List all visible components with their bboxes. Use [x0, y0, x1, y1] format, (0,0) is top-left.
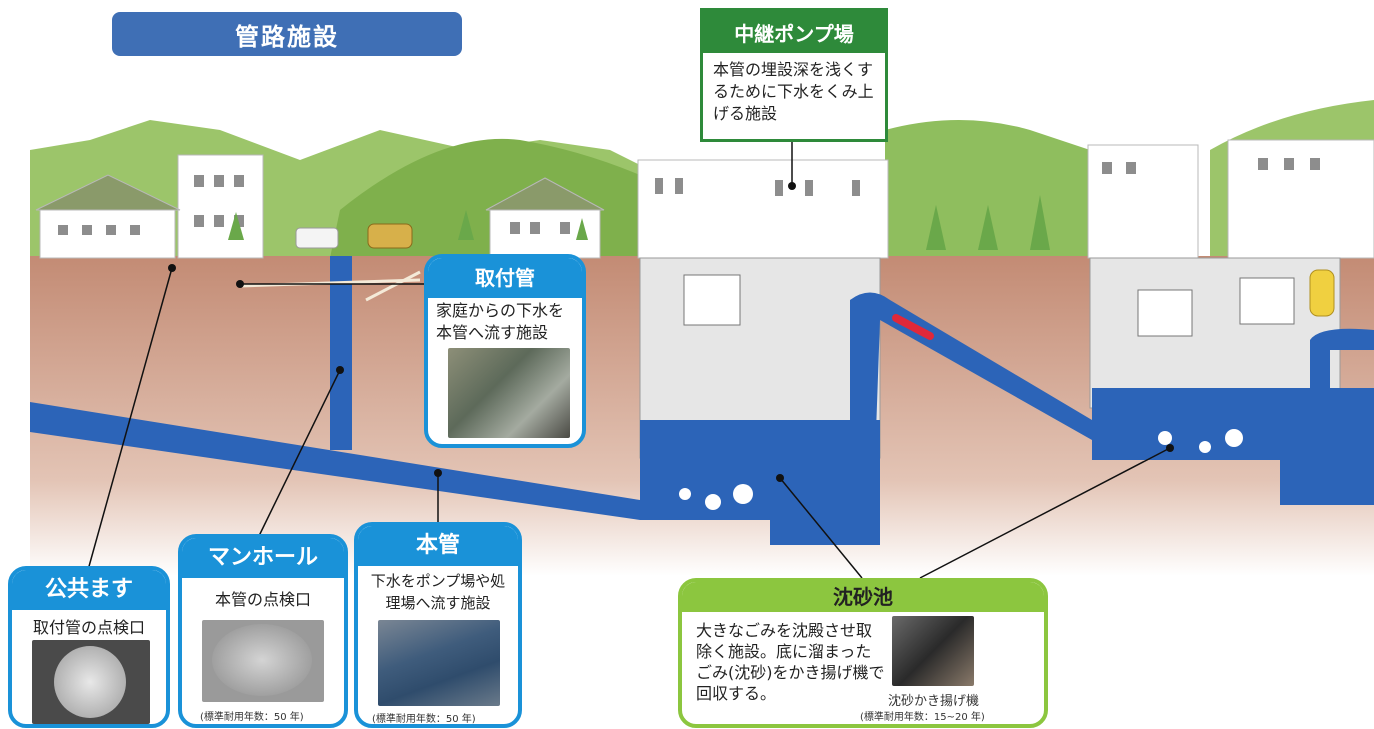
- chinsa-title: 沈砂池: [682, 582, 1044, 612]
- trees: [228, 195, 1050, 250]
- grit-rake-photo: [892, 616, 974, 686]
- chinsa-description: 大きなごみを沈殿させ取除く施設。底に溜まったごみ(沈砂)をかき揚げ機で回収する。: [696, 621, 885, 703]
- callout-manhole: マンホール 本管の点検口 (標準耐用年数：50 年): [178, 534, 348, 728]
- honkan-description: 下水をポンプ場や処理場へ流す施設: [370, 572, 506, 612]
- grit-rake-caption: 沈砂かき揚げ機: [888, 694, 980, 709]
- toritsuke-title: 取付管: [428, 258, 582, 298]
- honkan-photo: [378, 620, 500, 706]
- houses: [35, 139, 1374, 259]
- manhole-description: 本管の点検口: [214, 590, 311, 609]
- pump-station-interior: [639, 257, 1374, 545]
- chinsa-note: (標準耐用年数：15~20 年): [860, 712, 985, 723]
- koukyou-description: 取付管の点検口: [32, 618, 145, 637]
- leader-dots: [168, 182, 1174, 482]
- callout-honkan: 本管 下水をポンプ場や処理場へ流す施設 (標準耐用年数：50 年): [354, 522, 522, 728]
- public-masu-photo: [32, 640, 150, 724]
- honkan-title: 本管: [358, 526, 518, 566]
- pump-station-label: 中継ポンプ場 本管の埋設深を浅くするために下水をくみ上げる施設: [700, 8, 888, 142]
- callout-koukyou-masu: 公共ます 取付管の点検口: [8, 566, 170, 728]
- manhole-note: (標準耐用年数：50 年): [200, 712, 304, 723]
- honkan-note: (標準耐用年数：50 年): [372, 714, 476, 725]
- cars: [295, 223, 413, 249]
- sewer-pipes: [30, 256, 1374, 520]
- callout-toritsuke: 取付管 家庭からの下水を本管へ流す施設: [424, 254, 586, 448]
- koukyou-title: 公共ます: [12, 570, 166, 610]
- toritsuke-description: 家庭からの下水を本管へ流す施設: [436, 301, 565, 342]
- page-title: 管路施設: [112, 12, 462, 56]
- toritsuke-photo: [448, 348, 570, 438]
- manhole-title: マンホール: [182, 538, 344, 578]
- windows: [58, 158, 1320, 235]
- pump-station-description: 本管の埋設深を浅くするために下水をくみ上げる施設: [713, 60, 874, 123]
- callout-chinsachi: 沈砂池 大きなごみを沈殿させ取除く施設。底に溜まったごみ(沈砂)をかき揚げ機で回…: [678, 578, 1048, 728]
- manhole-photo: [202, 620, 324, 702]
- leader-lines: [87, 142, 1171, 579]
- bubbles: [679, 429, 1243, 510]
- pump-station-title: 中継ポンプ場: [703, 11, 885, 53]
